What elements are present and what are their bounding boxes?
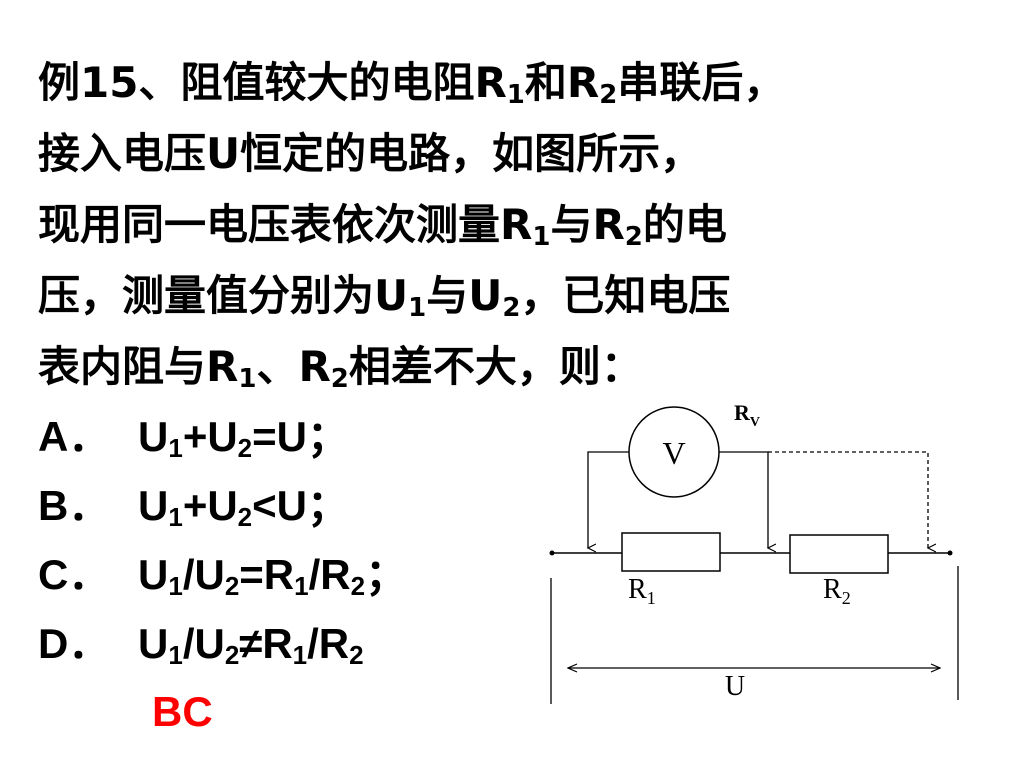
question-text: 与R (550, 200, 625, 249)
option-text: /U (182, 620, 225, 667)
r1-label: R1 (628, 574, 656, 608)
option-a[interactable]: A． U1+U2=U； (38, 413, 349, 462)
subscript: 1 (532, 222, 551, 252)
option-text: ； (365, 551, 408, 598)
r2-label: R2 (823, 574, 851, 608)
subscript: 1 (292, 640, 308, 670)
question-line-5: 表内阻与R1、R2相差不大，则： (38, 346, 643, 393)
voltmeter-lead-dashed (768, 451, 928, 548)
question-line-1: 例15、阻值较大的电阻R1和R2串联后， (38, 62, 785, 109)
option-text: +U (182, 413, 238, 460)
question-text: 例15、阻值较大的电阻R (38, 58, 507, 107)
subscript: 2 (349, 640, 364, 670)
subscript: 2 (624, 222, 643, 252)
subscript: 1 (238, 364, 257, 394)
option-letter: D． (38, 620, 111, 667)
question-text: 与U (426, 271, 503, 320)
option-b[interactable]: B． U1+U2<U； (38, 482, 349, 531)
option-text: =U； (252, 413, 349, 460)
subscript: 1 (168, 571, 183, 601)
resistor-r2 (789, 534, 889, 574)
subscript: 2 (502, 293, 521, 323)
voltmeter-lead-left (588, 451, 629, 548)
option-d[interactable]: D．U1/U2≠R1/R2 (38, 620, 364, 669)
option-c[interactable]: C．U1/U2=R1/R2； (38, 551, 408, 600)
subscript: 2 (599, 80, 618, 110)
subscript: 2 (237, 433, 253, 463)
question-text: 和R (524, 58, 600, 107)
rv-label: RV (734, 400, 760, 430)
terminal-right (947, 550, 953, 556)
question-text: 现用同一电压表依次测量R (38, 200, 533, 249)
answer-text: BC (152, 688, 213, 735)
question-text: 串联后， (617, 58, 786, 107)
subscript: 1 (408, 293, 427, 323)
resistor-r1 (621, 532, 721, 572)
question-line-4: 压，测量值分别为U1与U2，已知电压 (38, 275, 730, 322)
subscript: 1 (168, 502, 183, 532)
option-text: U (138, 482, 169, 529)
option-text: <U； (252, 482, 349, 529)
voltmeter-lead-right (719, 451, 768, 548)
subscript: 2 (237, 502, 253, 532)
option-letter: A． (38, 413, 111, 460)
subscript: 2 (350, 571, 366, 601)
subscript: 2 (224, 571, 240, 601)
subscript: 1 (506, 80, 525, 110)
subscript: 2 (330, 364, 349, 394)
question-text: 接入电压U恒定的电路，如图所示， (38, 129, 703, 178)
subscript: 1 (168, 433, 183, 463)
subscript: 1 (168, 640, 183, 670)
question-text: ，已知电压 (520, 271, 731, 320)
question-text: 、R (256, 342, 331, 391)
option-text: ≠R (239, 620, 293, 667)
question-text: 表内阻与R (38, 342, 239, 391)
subscript: 2 (224, 640, 240, 670)
option-text: U (138, 551, 169, 598)
option-text: =R (239, 551, 295, 598)
option-text: /R (307, 620, 350, 667)
option-letter: C． (38, 551, 111, 598)
question-line-2: 接入电压U恒定的电路，如图所示， (38, 133, 702, 175)
option-text: U (138, 620, 169, 667)
option-text: U (138, 413, 169, 460)
question-text: 相差不大，则： (348, 342, 643, 391)
question-text: 的电 (642, 200, 727, 249)
u-label: U (725, 671, 745, 702)
question-line-3: 现用同一电压表依次测量R1与R2的电 (38, 204, 727, 251)
option-text: /R (308, 551, 351, 598)
terminal-left (549, 550, 555, 556)
voltmeter-label: V (662, 435, 685, 471)
option-letter: B． (38, 482, 111, 529)
question-text: 压，测量值分别为U (38, 271, 409, 320)
option-text: +U (182, 482, 238, 529)
subscript: 1 (294, 571, 309, 601)
option-text: /U (182, 551, 225, 598)
